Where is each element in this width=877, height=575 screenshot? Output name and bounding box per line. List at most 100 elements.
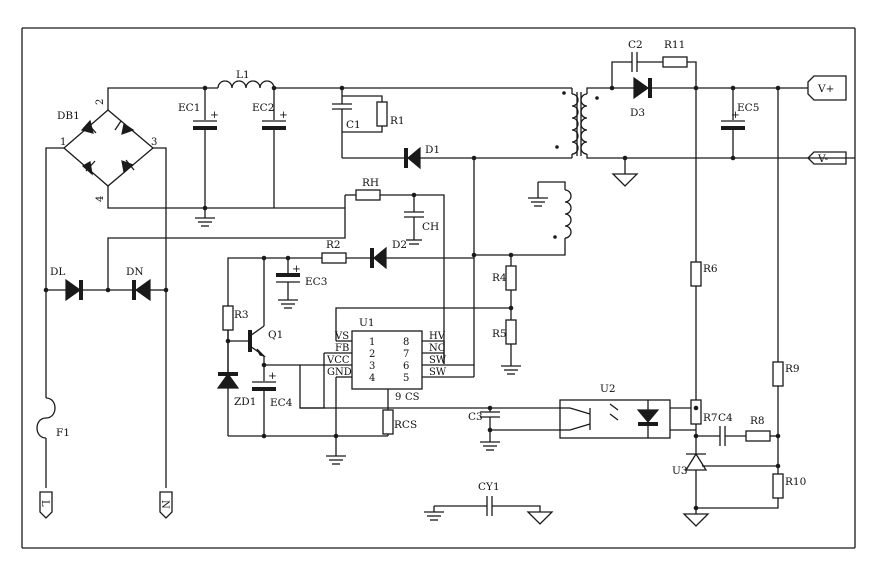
output-connector-vminus [807,151,847,165]
ec1-label: EC1 [178,102,200,114]
ground-control [326,455,346,465]
svg-text:+: + [268,370,277,382]
resistor-r8 [745,430,778,442]
l1-label: L1 [236,69,250,81]
ground-secondary [611,155,639,187]
u1-pin-sw-b: SW [429,367,447,378]
capacitor-c1 [332,88,352,158]
u1-label: U1 [359,317,375,329]
c1-label: C1 [346,119,361,131]
f1-label: F1 [56,427,70,439]
r8-label: R8 [750,415,765,427]
u1-pin-nc: NC [429,343,446,354]
resistor-r3 [222,305,234,341]
bridge-pin-2: 2 [95,99,106,105]
capacitor-ec2: + [262,88,288,208]
rcs-label: RCS [394,419,417,431]
ec4-label: EC4 [270,397,293,409]
ic-u1 [351,330,423,390]
d3-label: D3 [630,107,645,119]
u1-pin-8: 8 [403,337,409,348]
c2-label: C2 [628,39,643,51]
bridge-pin-4: 4 [95,196,106,202]
c4-label: C4 [718,412,733,424]
capacitor-ec1: + [193,88,219,208]
u1-pin-hv: HV [429,331,446,342]
capacitor-ec4: + [252,365,277,436]
resistor-r5 [501,319,521,375]
ch-label: CH [422,221,439,233]
u1-pin-9: 9 [395,392,401,403]
shunt-regulator-u3 [682,448,778,527]
r7-label: R7 [703,412,718,424]
vplus-label: V+ [817,83,834,95]
r11-label: R11 [664,39,685,51]
diode-d3 [612,76,808,100]
u1-pin-gnd: GND [327,367,352,378]
u1-pin-3: 3 [369,361,375,372]
svg-text:+: + [279,109,288,121]
r6-label: R6 [703,263,718,275]
svg-text:+: + [210,109,219,121]
transistor-q1 [228,258,300,366]
q1-label: Q1 [268,329,283,341]
d1-label: D1 [425,144,440,156]
capacitor-c3 [480,405,500,451]
resistor-r9 [772,361,784,474]
line-input-wire [36,290,56,519]
svg-text:+: + [292,263,301,275]
rh-label: RH [362,177,379,189]
u1-pin-wires [300,334,475,410]
vminus-label: V- [817,153,829,165]
r10-label: R10 [785,476,806,488]
ec5-label: EC5 [737,102,759,114]
cy1-label: CY1 [478,481,500,493]
capacitor-ec3: + [276,258,301,309]
neutral-input-wire [159,290,173,519]
optocoupler-u2 [559,399,696,439]
c3-label: C3 [468,411,483,423]
u2-label: U2 [600,383,616,395]
ec2-label: EC2 [252,102,274,114]
r5-label: R5 [492,328,507,340]
u3-label: U3 [672,465,688,477]
output-connector-vplus [807,75,847,101]
d2-label: D2 [392,239,407,251]
u1-pin-vcc: VCC [326,355,350,366]
u1-pin-fb: FB [335,343,349,354]
bridge-pin-3: 3 [151,137,157,148]
diode-d2 [370,246,474,270]
zd1-label: ZD1 [234,396,256,408]
resistor-rcs [382,409,394,436]
u1-pin-cs: CS [405,392,420,403]
u1-pin-6: 6 [403,361,409,372]
resistor-r6 [690,261,702,400]
bridge-wires [45,87,345,290]
connector-n-label: N [159,500,170,509]
capacitor-ec5: + [721,88,745,158]
r9-label: R9 [785,363,800,375]
r2-label: R2 [326,239,341,251]
resistor-r11 [662,56,697,88]
resistor-r1 [342,95,388,133]
u1-pin-7: 7 [403,349,409,360]
db1-label: DB1 [57,110,80,122]
u1-pin-vs: VS [334,331,349,342]
u1-pin-1: 1 [369,337,375,348]
inductor-l1 [217,80,572,89]
dn-label: DN [126,266,144,278]
resistor-r10 [696,473,784,509]
capacitor-ch [404,195,424,245]
svg-text:+: + [731,109,740,121]
schematic-frame [21,27,856,549]
diode-dn [108,278,166,302]
capacitor-c4 [696,426,746,446]
u1-pin-5: 5 [403,373,409,384]
bridge-pin-1: 1 [60,137,66,148]
diode-dl [46,278,108,302]
r1-label: R1 [390,115,405,127]
u1-pin-sw-a: SW [429,355,447,366]
u1-pin-2: 2 [369,349,375,360]
u1-pin-4: 4 [369,373,375,384]
